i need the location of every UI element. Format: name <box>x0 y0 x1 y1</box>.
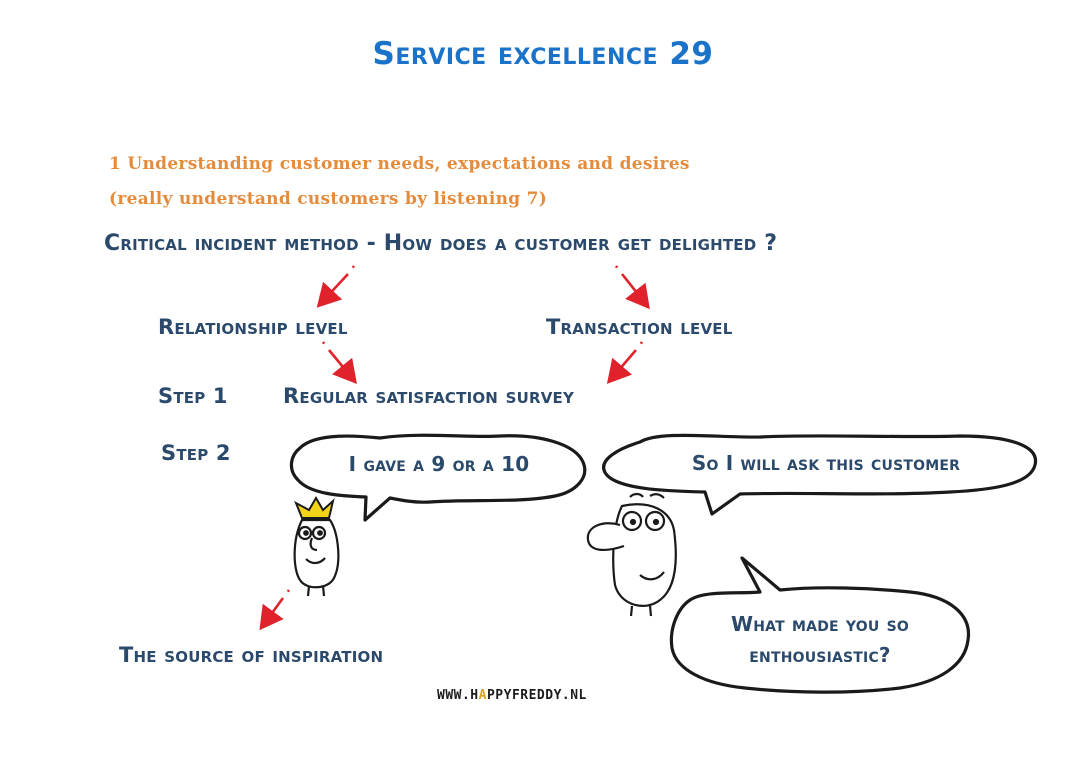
arrow-relationship-to-survey <box>321 341 357 385</box>
step-2-label: Step 2 <box>161 441 231 465</box>
bubble-question-line-2: enthousiastic? <box>749 643 891 667</box>
bubble-left-text: I gave a 9 or a 10 <box>348 452 530 476</box>
footer-url-star-letter: A <box>478 688 487 703</box>
footer-url-prefix: WWW.H <box>437 688 479 703</box>
character-with-crown <box>293 496 340 597</box>
character-with-big-nose <box>586 492 677 617</box>
arrow-to-relationship <box>316 265 356 308</box>
arrow-to-transaction <box>614 265 650 310</box>
subtitle-line-1: 1 Understanding customer needs, expectat… <box>109 154 690 174</box>
method-heading: Critical incident method - How does a cu… <box>104 231 778 256</box>
step-1-label: Step 1 <box>158 384 228 408</box>
bubble-question-line-1: What made you so <box>730 612 909 636</box>
speech-bubble-question <box>669 556 971 694</box>
arrow-to-source <box>259 589 291 631</box>
subtitle-line-2: (really understand customers by listenin… <box>109 189 548 209</box>
bubble-right-text: So I will ask this customer <box>691 451 961 475</box>
footer-url-suffix: PPYFREDDY.NL <box>486 688 587 703</box>
footer-url[interactable]: WWW.HAPPYFREDDY.NL <box>437 688 587 703</box>
arrow-transaction-to-survey <box>606 341 644 384</box>
transaction-level-label: Transaction level <box>546 315 733 339</box>
step-1-text: Regular satisfaction survey <box>283 384 575 408</box>
speech-bubble-left <box>289 433 587 522</box>
relationship-level-label: Relationship level <box>158 315 348 339</box>
speech-bubble-right <box>602 433 1038 516</box>
page-title: Service excellence 29 <box>372 36 714 72</box>
source-of-inspiration-label: The source of inspiration <box>119 643 384 667</box>
